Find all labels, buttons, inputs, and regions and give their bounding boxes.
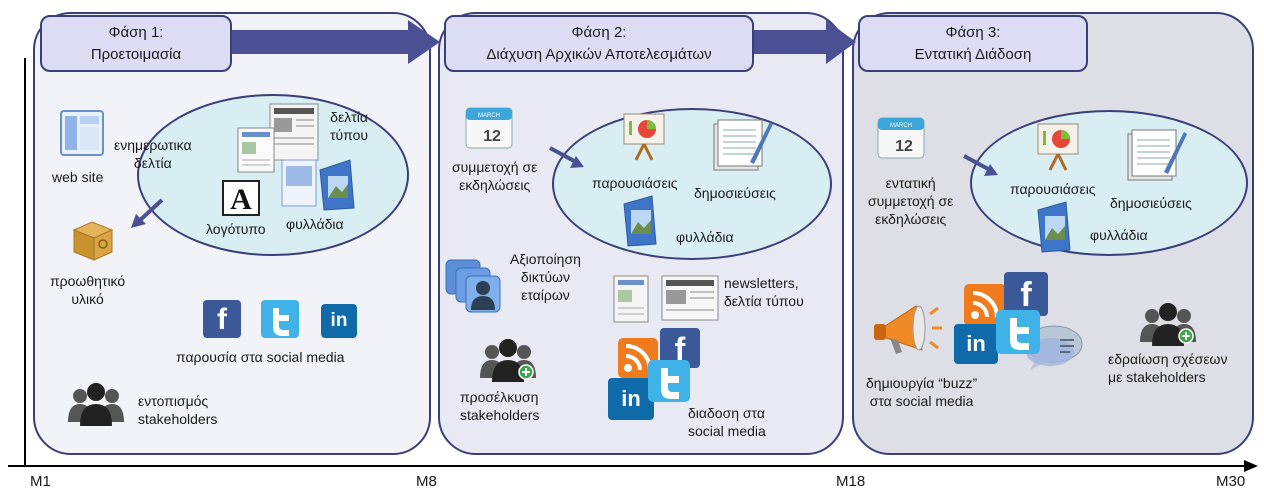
newspaper-icon (237, 103, 319, 173)
publication-icon (1127, 129, 1187, 181)
leaflet-icon (623, 195, 657, 247)
leaflet-icon (281, 159, 355, 211)
phase-2-header: Φάση 2: Διάχυση Αρχικών Αποτελεσμάτων (444, 15, 754, 72)
ellipse-to-promo-arrow (131, 198, 164, 228)
phase-arrows (232, 20, 856, 64)
events-label: συμμετοχή σε εκδηλώσεις (452, 159, 538, 193)
events-to-ellipse-arrow (549, 146, 584, 168)
website-label: web site (52, 169, 104, 185)
promotional-box-icon (72, 221, 114, 261)
social-dissemination-label: διαδοση στα social media (688, 405, 766, 439)
press-release-label: δελτία τύπου (330, 109, 369, 143)
timeline-tick-m1: M1 (30, 473, 51, 490)
social-presence-label: παρουσία στα social media (176, 349, 345, 365)
timeline-tick-m8: M8 (416, 473, 437, 490)
publication-icon (713, 119, 773, 171)
phase-2-materials-ellipse (552, 108, 832, 260)
newsletters-press-label: newsletters, δελτία τύπου (724, 275, 804, 309)
leaflets-label: φυλλάδια (676, 229, 734, 245)
newsletter-icon (613, 275, 719, 323)
phase-2-subtitle: Διάχυση Αρχικών Αποτελεσμάτων (486, 45, 712, 63)
facebook-icon: f (203, 300, 241, 338)
presentation-icon (1037, 123, 1079, 171)
svg-text:MARCH: MARCH (890, 123, 912, 129)
publications-label: δημοσιεύσεις (694, 185, 776, 201)
newsletters-label: ενημερωτικα δελτία (114, 137, 192, 171)
presentations-label: παρουσιάσεις (1010, 181, 1096, 197)
logo-icon: A (222, 180, 260, 216)
leaflet-icon (1037, 201, 1071, 253)
timeline-tick-m30: M30 (1216, 473, 1246, 490)
add-stakeholder-icon (480, 339, 536, 382)
phase-arrow-1 (232, 20, 440, 64)
facebook-icon: f (1004, 272, 1048, 316)
timeline-tick-m18: M18 (836, 473, 866, 490)
partner-network-icon (445, 259, 501, 313)
leaflets-label: φυλλάδια (286, 216, 344, 232)
calendar-icon: MARCH 12 (465, 107, 513, 149)
phase-2-title: Φάση 2: (571, 23, 627, 41)
promo-label: προωθητικό υλικό (50, 273, 126, 307)
buzz-label: δημιουργία “buzz” στα social media (866, 375, 978, 409)
megaphone-icon (874, 305, 942, 354)
phase-1-header: Φάση 1: Προετοιμασία (40, 15, 232, 72)
phase-arrow-2 (754, 20, 856, 64)
presentations-label: παρουσιάσεις (592, 175, 678, 191)
website-icon (60, 110, 104, 156)
linkedin-icon: in (608, 378, 654, 420)
stakeholder-identification-label: εντοπισμός stakeholders (138, 393, 218, 427)
phase-3-materials-ellipse (970, 110, 1248, 256)
phase-3-title: Φάση 3: (945, 23, 1001, 41)
phase-3-header: Φάση 3: Εντατική Διάδοση (858, 15, 1088, 72)
phase-1-subtitle: Προετοιμασία (90, 45, 182, 63)
logo-label: λογότυπο (206, 221, 266, 237)
publications-label: δημοσιεύσεις (1110, 195, 1192, 211)
linkedin-icon: in (954, 324, 998, 364)
svg-text:12: 12 (895, 138, 913, 155)
phase-1-title: Φάση 1: (108, 23, 164, 41)
twitter-icon (648, 360, 690, 402)
stakeholder-relations-label: εδραίωση σχέσεων με stakeholders (1108, 351, 1228, 385)
attract-stakeholders-label: προσέλκυση stakeholders (460, 389, 540, 423)
stakeholders-group-icon (68, 383, 124, 426)
calendar-icon: MARCH 12 (877, 117, 925, 159)
linkedin-icon: in (321, 304, 357, 338)
events-to-ellipse-arrow (963, 154, 998, 176)
twitter-icon (996, 310, 1040, 354)
twitter-icon (261, 300, 299, 338)
presentation-icon (623, 113, 665, 161)
phase-3-subtitle: Εντατική Διάδοση (914, 45, 1032, 63)
svg-text:12: 12 (483, 128, 501, 145)
add-stakeholder-icon (1140, 303, 1196, 346)
intensive-events-label: εντατική συμμετοχή σε εκδηλώσεις (868, 175, 954, 227)
svg-text:MARCH: MARCH (478, 113, 500, 119)
leaflets-label: φυλλάδια (1090, 227, 1148, 243)
svg-text:A: A (230, 183, 252, 216)
partner-networks-label: Αξιοποίηση δικτύων εταίρων (510, 251, 581, 303)
